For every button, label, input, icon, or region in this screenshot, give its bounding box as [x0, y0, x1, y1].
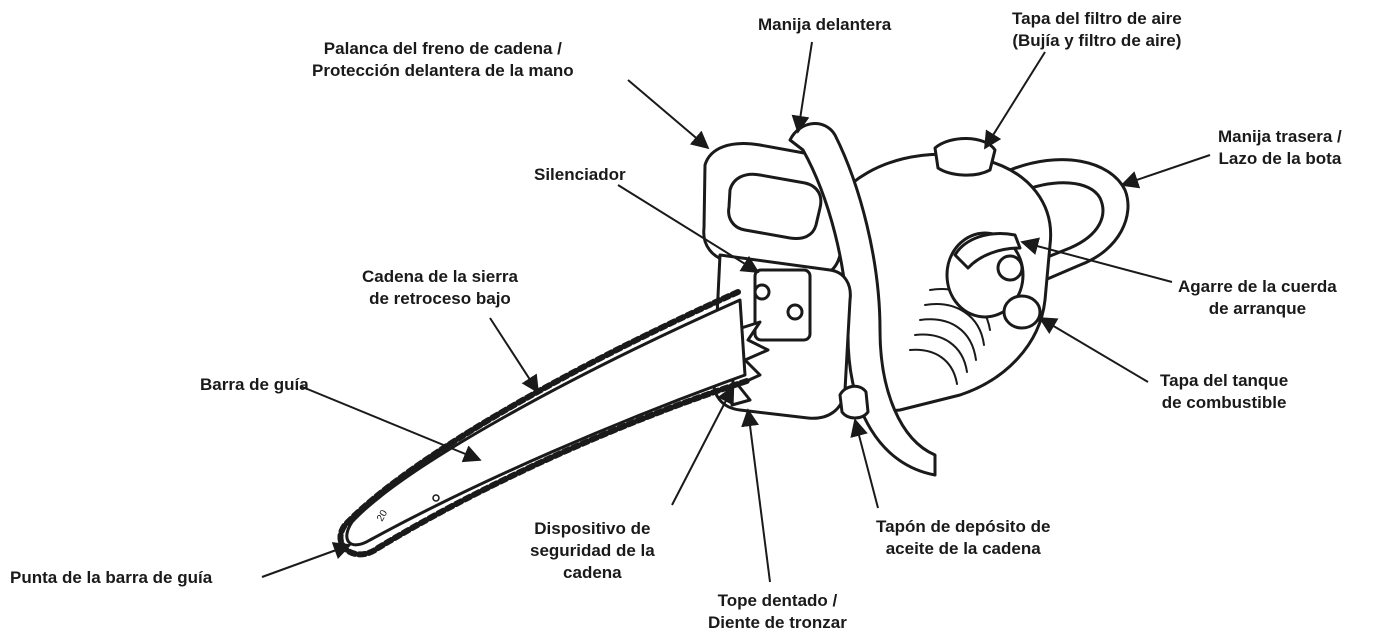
- leader-barra: [299, 385, 482, 463]
- guide-bar: [345, 298, 747, 547]
- starter-grip: [953, 232, 1022, 270]
- label-dispositivo-seguridad: Dispositivo de seguridad de la cadena: [530, 519, 655, 582]
- chainsaw-illustration: 20: [337, 122, 1130, 558]
- leader-silenciador: [617, 184, 760, 273]
- leader-palanca-freno: [627, 79, 710, 150]
- air-filter-cover: [933, 137, 997, 177]
- bar-rivet: [432, 494, 440, 502]
- label-barra-guia: Barra de guía: [200, 375, 309, 394]
- leader-manija-delantera: [791, 41, 813, 134]
- label-silenciador: Silenciador: [534, 165, 626, 184]
- label-tapon-aceite: Tapón de depósito de aceite de la cadena: [876, 517, 1051, 558]
- leader-manija-trasera: [1120, 154, 1211, 189]
- leader-tapon: [850, 418, 879, 509]
- leader-tapa-filtro: [984, 51, 1046, 150]
- label-tope-dentado: Tope dentado / Diente de tronzar: [708, 591, 847, 632]
- starter-hub: [996, 254, 1024, 282]
- oil-cap: [838, 384, 870, 420]
- leader-tope: [741, 408, 771, 583]
- bar-nut: [753, 283, 771, 301]
- fuel-cap: [1002, 294, 1042, 330]
- label-agarre-cuerda: Agarre de la cuerda de arranque: [1178, 277, 1337, 318]
- label-tapa-filtro-aire: Tapa del filtro de aire (Bujía y filtro …: [1012, 9, 1182, 50]
- label-palanca-freno: Palanca del freno de cadena / Protección…: [312, 39, 574, 80]
- leader-lines: [261, 41, 1211, 583]
- label-manija-delantera: Manija delantera: [758, 15, 892, 34]
- bar-nut-2: [786, 303, 804, 321]
- bar-marking: 20: [375, 508, 390, 524]
- label-tapa-tanque: Tapa del tanque de combustible: [1160, 371, 1289, 412]
- leader-tapa-tanque: [1038, 317, 1149, 383]
- leader-cadena: [489, 317, 539, 394]
- label-punta-barra: Punta de la barra de guía: [10, 568, 213, 587]
- label-cadena-sierra: Cadena de la sierra de retroceso bajo: [362, 267, 518, 308]
- rear-handle: [1008, 158, 1130, 282]
- leader-punta: [261, 542, 352, 578]
- hand-guard-slot: [727, 172, 823, 240]
- side-cover-panel: [753, 268, 812, 342]
- label-manija-trasera: Manija trasera / Lazo de la bota: [1218, 127, 1342, 168]
- leader-agarre: [1020, 237, 1173, 283]
- leader-dispositivo: [671, 385, 734, 506]
